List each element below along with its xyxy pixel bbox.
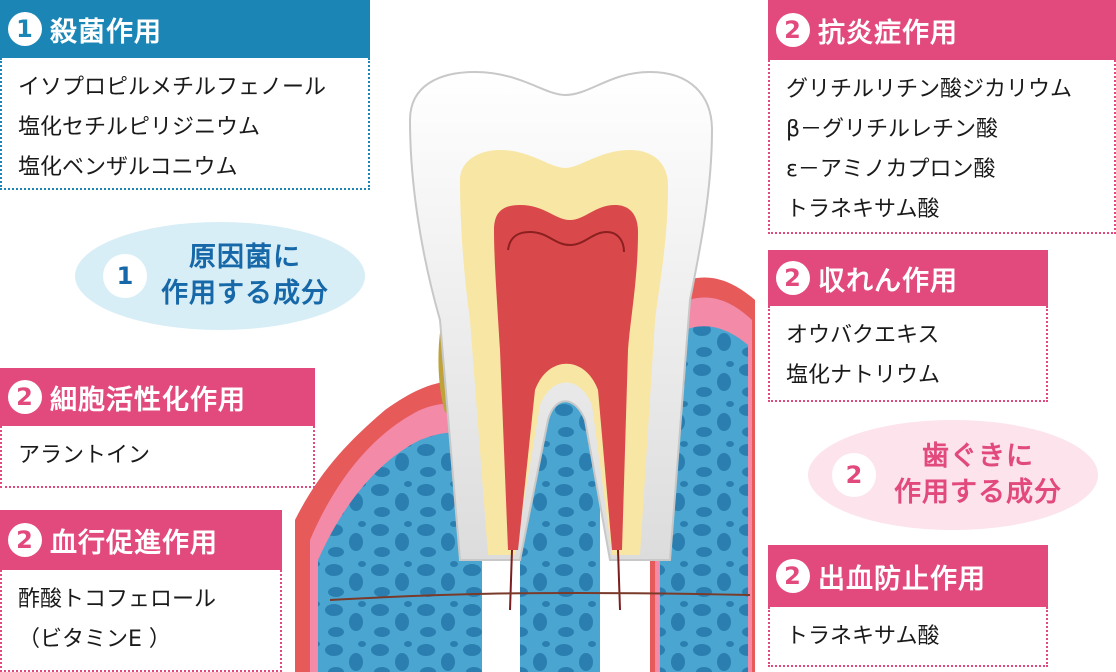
nerve [509,549,621,611]
card-blood-circulation: 2 血行促進作用 酢酸トコフェロール （ビタミンE ） [0,510,282,672]
oval-label: 原因菌に 作用する成分 [161,240,329,312]
card-title: 出血防止作用 [818,563,986,595]
card-hemostatic: 2 出血防止作用 トラネキサム酸 [768,545,1048,667]
card-title: 殺菌作用 [50,16,162,48]
oval-line: 歯ぐきに [922,441,1034,472]
number-badge: 2 [8,523,42,557]
card-body: イソプロピルメチルフェノール 塩化セチルピリジニウム 塩化ベンザルコニウム [0,58,370,190]
ingredient: イソプロピルメチルフェノール [18,75,327,100]
card-header: 2 出血防止作用 [768,545,1048,607]
card-title: 細胞活性化作用 [50,384,246,416]
card-header: 1 殺菌作用 [0,0,370,58]
ingredient: トラネキサム酸 [786,624,940,649]
card-body: オウバクエキス 塩化ナトリウム [768,306,1048,402]
ingredient: アラントイン [18,443,151,468]
card-bactericidal: 1 殺菌作用 イソプロピルメチルフェノール 塩化セチルピリジニウム 塩化ベンザル… [0,0,370,190]
ingredient: トラネキサム酸 [786,197,940,222]
card-body: 酢酸トコフェロール （ビタミンE ） [0,570,282,672]
number-badge: 2 [776,261,810,295]
oval-line: 作用する成分 [894,477,1062,508]
ingredient: 酢酸トコフェロール [18,587,217,612]
oval-gums: 2 歯ぐきに 作用する成分 [808,420,1098,530]
card-header: 2 抗炎症作用 [768,0,1116,60]
oval-cause-bacteria: 1 原因菌に 作用する成分 [75,222,365,330]
card-cell-activation: 2 細胞活性化作用 アラントイン [0,368,315,488]
card-body: アラントイン [0,426,315,488]
card-header: 2 血行促進作用 [0,510,282,570]
number-badge: 2 [776,13,810,47]
ingredient: 塩化ナトリウム [786,363,941,388]
number-badge: 2 [8,380,42,414]
ingredient: 塩化ベンザルコニウム [18,155,238,180]
card-body: トラネキサム酸 [768,607,1048,667]
ingredient: β－グリチルレチン酸 [786,117,999,142]
ingredient: 塩化セチルピリジニウム [18,115,261,140]
card-title: 抗炎症作用 [818,17,958,49]
number-badge: 1 [8,12,42,46]
ingredient: ε－アミノカプロン酸 [786,157,996,182]
card-title: 収れん作用 [818,265,958,297]
tooth-pulp [494,205,638,550]
oval-label: 歯ぐきに 作用する成分 [894,439,1062,511]
pulp-inner [507,230,625,253]
bone [318,432,482,672]
number-badge: 2 [776,559,810,593]
oval-line: 原因菌に [189,242,301,273]
card-astringent: 2 収れん作用 オウバクエキス 塩化ナトリウム [768,250,1048,402]
nerve-line [329,591,751,601]
ingredient: オウバクエキス [786,323,940,348]
oval-line: 作用する成分 [161,278,329,309]
ingredient: グリチルリチン酸ジカリウム [786,77,1073,102]
number-badge: 1 [103,254,147,298]
card-header: 2 細胞活性化作用 [0,368,315,426]
number-badge: 2 [832,453,876,497]
card-header: 2 収れん作用 [768,250,1048,306]
card-anti-inflammatory: 2 抗炎症作用 グリチルリチン酸ジカリウム β－グリチルレチン酸 ε－アミノカプ… [768,0,1116,234]
ingredient: （ビタミンE ） [18,627,171,652]
card-title: 血行促進作用 [50,527,218,559]
card-body: グリチルリチン酸ジカリウム β－グリチルレチン酸 ε－アミノカプロン酸 トラネキ… [768,60,1116,234]
